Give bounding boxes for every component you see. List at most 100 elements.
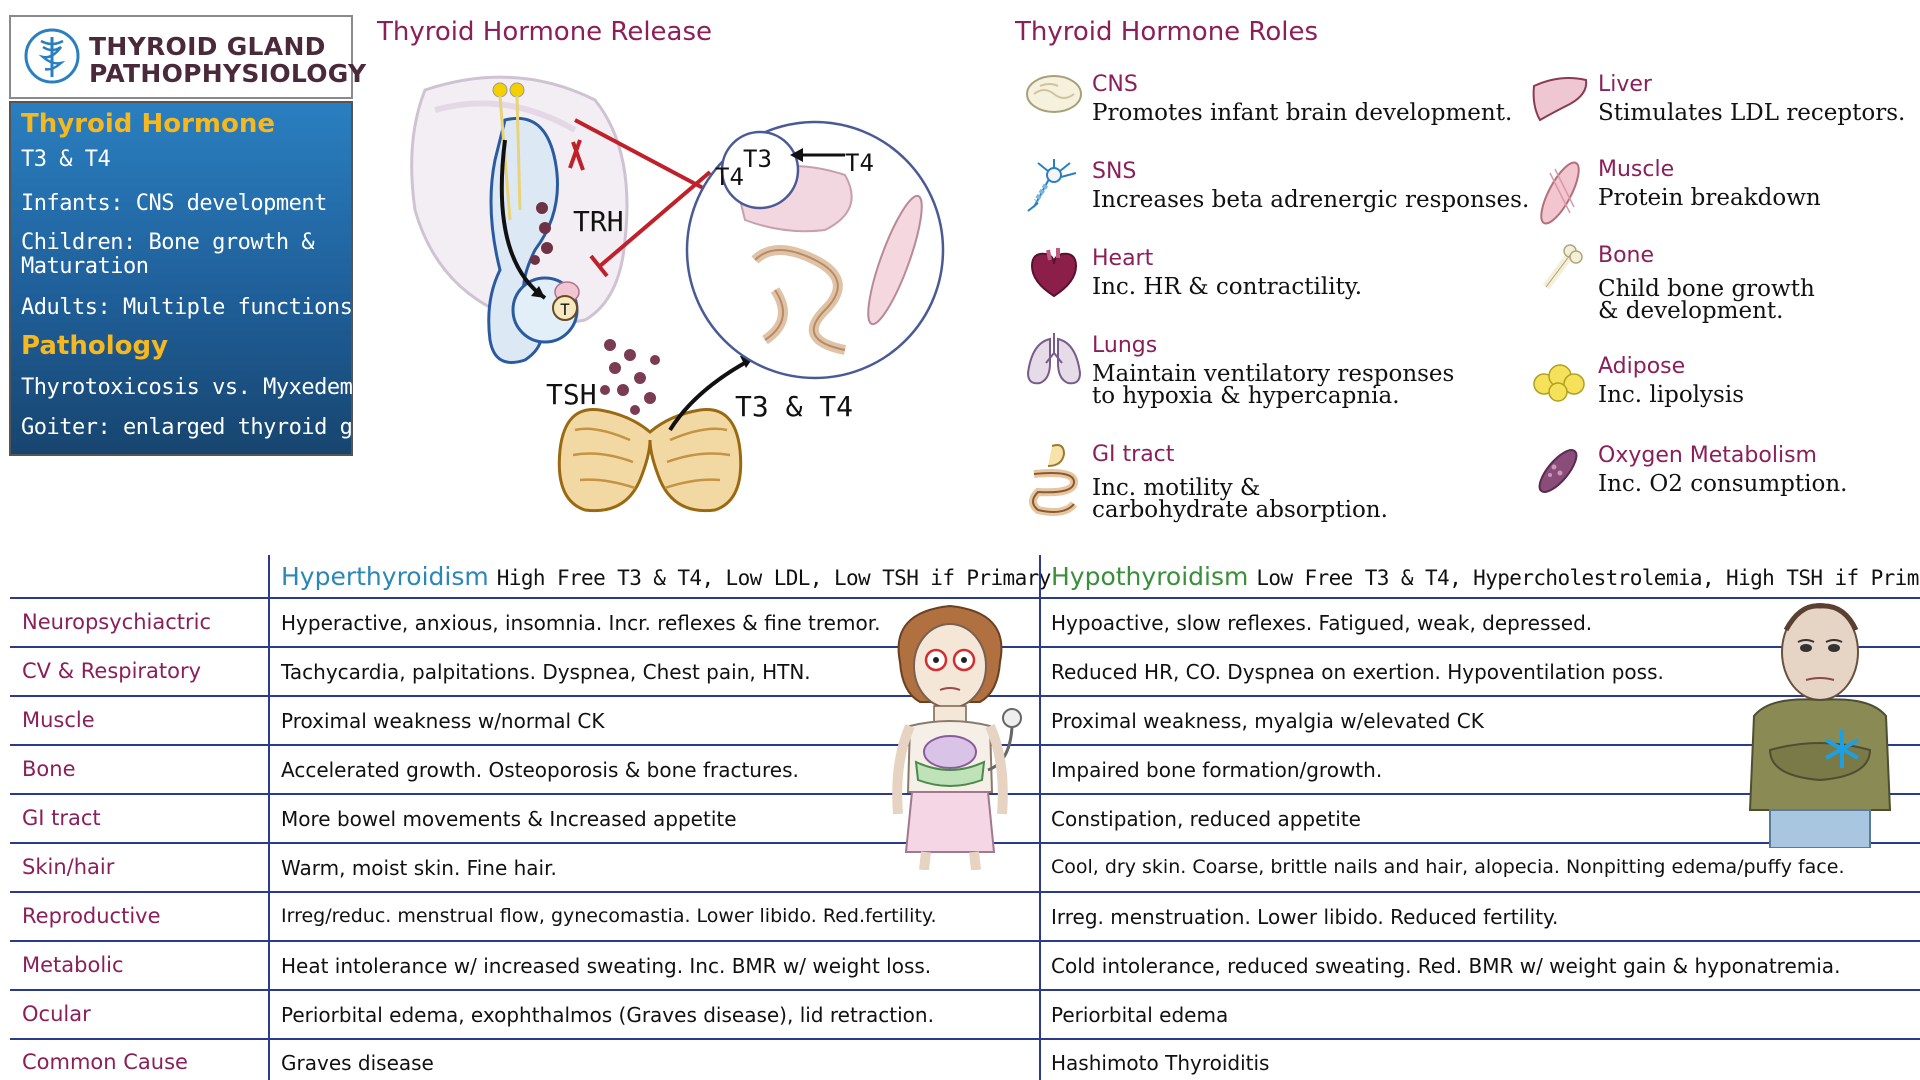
- hypothyroid-figure: [1748, 603, 1892, 848]
- role-name-adipose: Adipose: [1598, 354, 1686, 379]
- release-title: Thyroid Hormone Release: [377, 17, 713, 47]
- summary-item-goiter: Goiter: enlarged thyroid gland.: [21, 415, 417, 440]
- role-desc-oxygen: Inc. O2 consumption.: [1598, 471, 1848, 497]
- row-label-gi: GI tract: [22, 806, 101, 830]
- negative-feedback-pituitary: [598, 170, 712, 268]
- row-label-ocular: Ocular: [22, 1002, 91, 1026]
- t3-mid-label: T3: [743, 145, 772, 173]
- role-desc-muscle: Protein breakdown: [1598, 185, 1821, 211]
- cell-hypo-neuro: Hypoactive, slow reflexes. Fatigued, wea…: [1051, 611, 1593, 635]
- role-desc-gi: Inc. motility & carbohydrate absorption.: [1092, 475, 1388, 523]
- role-name-heart: Heart: [1092, 246, 1154, 271]
- summary-item-infants: Infants: CNS development: [21, 191, 327, 216]
- cell-hyper-skin: Warm, moist skin. Fine hair.: [281, 856, 557, 880]
- hypo-column-header: Hypothyroidism Low Free T3 & T4, Hypercho…: [1051, 562, 1920, 591]
- role-desc-liver: Stimulates LDL receptors.: [1598, 100, 1906, 126]
- snowflake-icon: [1825, 730, 1859, 768]
- hypo-heading: Hypothyroidism: [1051, 562, 1249, 591]
- hyper-heading: Hyperthyroidism: [281, 562, 489, 591]
- summary-item-adults: Adults: Multiple functions: [21, 295, 353, 320]
- negative-feedback-hypothalamus: [574, 118, 704, 190]
- row-label-bone: Bone: [22, 757, 76, 781]
- cell-hyper-ocular: Periorbital edema, exophthalmos (Graves …: [281, 1003, 934, 1027]
- summary-heading-hormone: Thyroid Hormone: [21, 109, 275, 139]
- bone-icon: [1542, 244, 1583, 290]
- cell-hyper-muscle: Proximal weakness w/normal CK: [281, 709, 605, 733]
- row-label-muscle: Muscle: [22, 708, 95, 732]
- role-name-muscle: Muscle: [1598, 157, 1675, 182]
- trh-label: TRH: [573, 205, 624, 238]
- cell-hypo-metabolic: Cold intolerance, reduced sweating. Red.…: [1051, 954, 1841, 978]
- title-box: THYROID GLAND PATHOPHYSIOLOGY: [9, 15, 366, 99]
- hyperthyroid-figure: [892, 604, 1022, 870]
- liver-icon: [1532, 77, 1588, 122]
- table-rule: [10, 891, 1920, 893]
- table-rule: [10, 1038, 1920, 1040]
- summary-box: Thyroid Hormone T3 & T4 Infants: CNS dev…: [9, 101, 417, 456]
- hyper-subheading: High Free T3 & T4, Low LDL, Low TSH if P…: [496, 566, 1052, 590]
- cell-hyper-bone: Accelerated growth. Osteoporosis & bone …: [281, 758, 799, 782]
- cell-hyper-gi: More bowel movements & Increased appetit…: [281, 807, 737, 831]
- summary-item-t3t4: T3 & T4: [21, 147, 111, 172]
- cell-hyper-neuro: Hyperactive, anxious, insomnia. Incr. re…: [281, 611, 881, 635]
- cell-hypo-muscle: Proximal weakness, myalgia w/elevated CK: [1051, 709, 1484, 733]
- cell-hypo-skin: Cool, dry skin. Coarse, brittle nails an…: [1051, 856, 1845, 878]
- cell-hypo-cause: Hashimoto Thyroiditis: [1051, 1051, 1270, 1075]
- brain-icon: [1026, 75, 1082, 113]
- table-rule: [10, 940, 1920, 942]
- cell-label: T: [560, 300, 570, 319]
- neuron-icon: [1027, 159, 1077, 212]
- title-line-1: THYROID GLAND: [89, 32, 326, 61]
- role-name-gi: GI tract: [1092, 442, 1175, 467]
- summary-item-children-a: Children: Bone growth &: [21, 230, 315, 255]
- caduceus-icon: [24, 28, 80, 84]
- intestine-icon: [1029, 444, 1079, 516]
- cell-hypo-gi: Constipation, reduced appetite: [1051, 807, 1361, 831]
- role-name-cns: CNS: [1092, 72, 1138, 97]
- role-desc-lungs: Maintain ventilatory responses to hypoxi…: [1092, 361, 1455, 409]
- table-rule: [10, 597, 1920, 599]
- t3-t4-label: T3 & T4: [735, 390, 854, 423]
- role-desc-adipose: Inc. lipolysis: [1598, 382, 1744, 408]
- row-label-metabolic: Metabolic: [22, 953, 124, 977]
- role-name-liver: Liver: [1598, 72, 1652, 97]
- summary-heading-pathology: Pathology: [21, 331, 169, 361]
- table-divider-left: [268, 555, 270, 1080]
- t4-left-label: T4: [715, 163, 744, 191]
- heart-icon: [1030, 248, 1078, 298]
- role-desc-sns: Increases beta adrenergic responses.: [1092, 187, 1530, 213]
- role-desc-bone: Child bone growth & development.: [1598, 276, 1815, 324]
- red-cell-icon: [1538, 449, 1578, 493]
- cell-hypo-bone: Impaired bone formation/growth.: [1051, 758, 1383, 782]
- summary-item-children-b: Maturation: [21, 254, 149, 279]
- table-divider-mid: [1039, 555, 1041, 1080]
- role-name-sns: SNS: [1092, 159, 1137, 184]
- roles-title: Thyroid Hormone Roles: [1015, 17, 1318, 47]
- thyroid-gland: [557, 408, 743, 513]
- adipose-icon: [1533, 364, 1585, 402]
- cell-hyper-cause: Graves disease: [281, 1051, 434, 1075]
- role-desc-heart: Inc. HR & contractility.: [1092, 274, 1363, 300]
- cell-hyper-cv: Tachycardia, palpitations. Dyspnea, Ches…: [281, 660, 811, 684]
- hormone-release-diagram: T: [410, 75, 945, 513]
- tsh-label: TSH: [546, 378, 597, 411]
- row-label-cause: Common Cause: [22, 1050, 188, 1074]
- cell-hypo-reproductive: Irreg. menstruation. Lower libido. Reduc…: [1051, 905, 1559, 929]
- row-label-reproductive: Reproductive: [22, 904, 161, 928]
- cell-hyper-reproductive: Irreg/reduc. menstrual flow, gynecomasti…: [281, 905, 937, 927]
- row-label-skin: Skin/hair: [22, 855, 115, 879]
- role-name-lungs: Lungs: [1092, 333, 1158, 358]
- table-rule: [10, 989, 1920, 991]
- hyper-column-header: Hyperthyroidism High Free T3 & T4, Low LD…: [281, 562, 1051, 591]
- cell-hypo-ocular: Periorbital edema: [1051, 1003, 1229, 1027]
- title-line-2: PATHOPHYSIOLOGY: [89, 59, 367, 88]
- row-label-cv: CV & Respiratory: [22, 659, 202, 683]
- lungs-icon: [1026, 333, 1082, 385]
- conversion-circle: [720, 130, 800, 210]
- t4-right-label: T4: [845, 149, 874, 177]
- hypo-subheading: Low Free T3 & T4, Hypercholestrolemia, H…: [1256, 566, 1920, 590]
- cell-hyper-metabolic: Heat intolerance w/ increased sweating. …: [281, 954, 932, 978]
- role-desc-cns: Promotes infant brain development.: [1092, 100, 1513, 126]
- cell-hypo-cv: Reduced HR, CO. Dyspnea on exertion. Hyp…: [1051, 660, 1664, 684]
- row-label-neuro: Neuropsychiactric: [22, 610, 212, 634]
